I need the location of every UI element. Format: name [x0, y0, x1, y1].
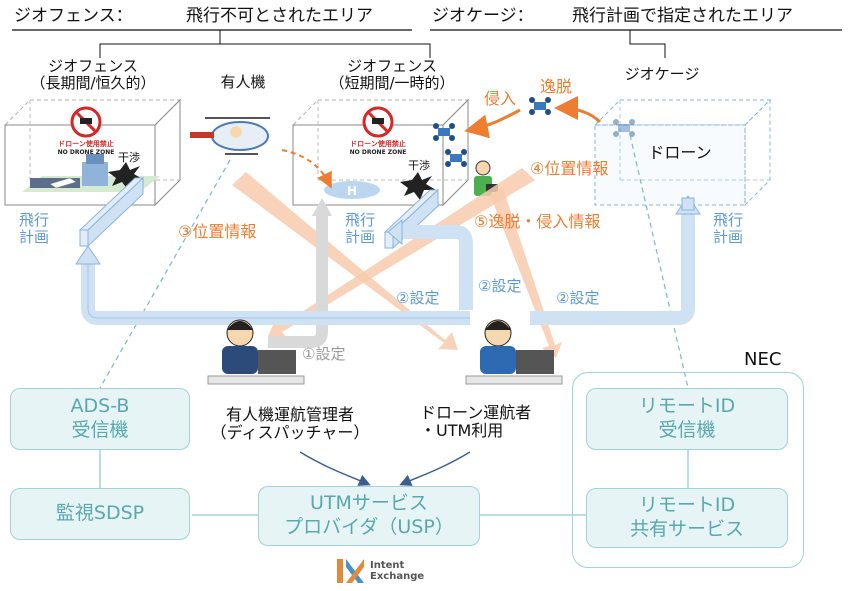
remote-id-share-box: リモートID 共有サービス: [586, 488, 788, 548]
flight-plan-label-short-line2: 計画: [344, 228, 375, 247]
setting-2-arrow-mid: [400, 225, 473, 310]
no-drone-sign-icon: [70, 106, 102, 138]
remote-id-receiver-line1: リモートID: [638, 395, 736, 418]
intent-exchange-logo-text: Intent Exchange: [370, 560, 424, 582]
drone-operator-icon: [465, 319, 563, 385]
geocage-header-title: ジオケージ：: [432, 6, 534, 26]
flight-plan-label-long: 飛行 計画: [14, 211, 54, 247]
drone-icon: [445, 149, 467, 167]
flight-plan-label-geocage-line2: 計画: [712, 228, 743, 247]
setting-2-label-mid: ②設定: [478, 277, 522, 295]
position-info-3-arrow: [232, 172, 458, 350]
interference-label-long: 干渉: [118, 151, 140, 164]
usp-line2: プロバイダ（USP）: [284, 516, 454, 538]
setting-1-arrowhead: [312, 198, 332, 216]
geofence-short-box: [291, 98, 470, 207]
flight-plan-label-short-line1: 飛行: [344, 211, 375, 229]
flight-plan-label-geocage-line1: 飛行: [712, 211, 743, 229]
drone-operator-label-line1: ドローン運航者: [420, 403, 532, 422]
no-drone-sign-text: ドローン使用禁止: [58, 139, 114, 148]
remote-id-share-line2: 共有サービス: [629, 518, 744, 540]
intrusion-arrow: [464, 108, 521, 139]
dispatcher-to-usp-arrow: [299, 451, 371, 486]
no-drone-sign-en: NO DRONE ZONE: [58, 149, 115, 156]
drone-icon: [529, 97, 551, 115]
drone-icon: [433, 123, 455, 141]
position-info-3-label: ③位置情報: [178, 222, 257, 241]
monitoring-sdsp-box: 監視SDSP: [10, 488, 190, 540]
geocage-bracket: [629, 30, 666, 58]
monitoring-sdsp-label: 監視SDSP: [55, 502, 145, 525]
dispatcher-label: 有人機運航管理者 （ディスパッチャー）: [200, 405, 380, 443]
interference-label-short: 干渉: [408, 159, 430, 172]
geocage-header-desc: 飛行計画で指定されたエリア: [572, 6, 793, 26]
position-info-4-arrow: [268, 168, 535, 339]
adsb-receiver-box: ADS-B 受信機: [10, 388, 190, 450]
departure-label: 逸脱: [540, 77, 573, 96]
intrusion-label: 侵入: [484, 89, 517, 108]
dispatcher-icon: [207, 319, 305, 385]
flight-plan-label-long-line1: 飛行: [18, 211, 49, 229]
setting-2-arrowhead-left: [75, 245, 101, 265]
heliport-marker: H: [347, 184, 357, 198]
geofence-bracket: [99, 43, 431, 58]
setting-2-arrow-right: [530, 212, 695, 325]
operator-to-usp-arrow: [399, 451, 471, 486]
usp-box: UTMサービス プロバイダ（USP）: [258, 486, 480, 546]
drone-operator-label-line2: ・UTM利用: [420, 421, 504, 441]
remoteid-dashed-link: [629, 134, 689, 389]
geofence-header-desc: 飛行不可とされたエリア: [186, 6, 373, 26]
flight-plan-label-geocage: 飛行 計画: [708, 211, 748, 247]
departure-arrow: [554, 96, 602, 124]
departure-intrusion-info-label: ⑤逸脱・侵入情報: [474, 212, 601, 231]
adsb-receiver-line1: ADS-B: [70, 395, 130, 418]
flight-plan-column-long: [78, 176, 145, 248]
intent-exchange-logo: Intent Exchange: [336, 557, 424, 585]
flight-plan-column-geocage: [681, 197, 695, 211]
no-drone-sign-icon: [362, 106, 394, 138]
geocage-label: ジオケージ: [624, 65, 700, 83]
dispatcher-label-line2: （ディスパッチャー）: [210, 423, 370, 443]
geofence-short-label-line2: （短期間/一時的）: [329, 74, 455, 93]
geofence-short-label: ジオフェンス （短期間/一時的）: [322, 57, 462, 93]
flight-plan-label-long-line2: 計画: [18, 228, 49, 247]
geofence-header-title: ジオフェンス：: [14, 6, 133, 26]
adsb-dashed-link: [99, 159, 231, 389]
position-info-4-label: ④位置情報: [530, 159, 609, 178]
usp-line1: UTMサービス: [310, 492, 428, 515]
geocage-box: [593, 98, 772, 207]
helicopter-path: [281, 149, 332, 189]
setting-2-arrow-left-edge: [87, 262, 470, 319]
interference-burst-icon: [108, 162, 144, 190]
drone-operator-label: ドローン運航者 ・UTM利用: [420, 403, 532, 441]
no-drone-sign-en: NO DRONE ZONE: [350, 149, 407, 156]
adsb-receiver-line2: 受信機: [71, 419, 129, 441]
no-drone-sign-text: ドローン使用禁止: [350, 139, 406, 148]
geocage-drone-label: ドローン: [648, 143, 712, 162]
remote-id-share-line1: リモートID: [638, 494, 736, 517]
remote-id-receiver-box: リモートID 受信機: [586, 388, 788, 450]
logo-line2: Exchange: [370, 571, 425, 582]
remote-id-receiver-line2: 受信機: [658, 419, 716, 441]
interference-burst-icon: [400, 172, 436, 200]
geofence-long-label: ジオフェンス （長期間/恒久的）: [28, 57, 158, 93]
setting-2-label-left: ②設定: [396, 289, 440, 307]
setting-1-arrow: [268, 214, 328, 348]
logo-line1: Intent: [370, 560, 405, 571]
manned-aircraft-label: 有人機: [220, 73, 266, 91]
geofence-short-label-line1: ジオフェンス: [347, 57, 437, 75]
nec-label: NEC: [744, 349, 782, 370]
setting-1-label: ①設定: [302, 345, 346, 363]
helicopter-icon: [190, 117, 270, 155]
geofence-long-label-line2: （長期間/恒久的）: [30, 74, 156, 93]
dispatcher-label-line1: 有人機運航管理者: [225, 405, 354, 424]
intent-exchange-logo-mark: [337, 559, 364, 583]
setting-2-label-right: ②設定: [556, 289, 600, 307]
setting-2-arrowhead-mid: [387, 218, 403, 246]
flight-plan-label-short: 飛行 計画: [340, 211, 380, 247]
nec-group-frame: [572, 372, 804, 568]
geofence-long-label-line1: ジオフェンス: [48, 57, 138, 75]
